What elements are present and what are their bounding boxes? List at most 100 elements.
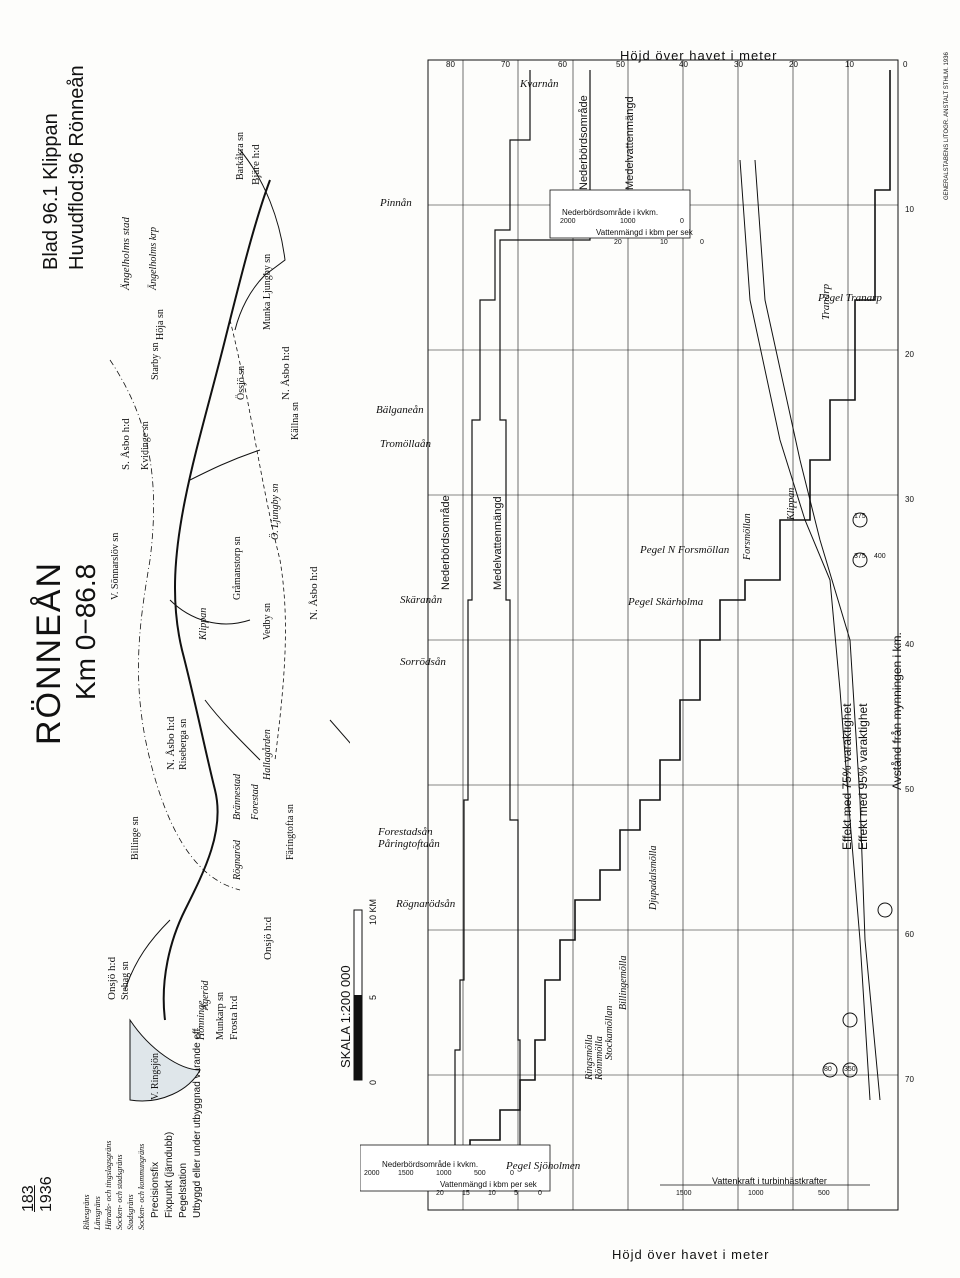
tick-km: 70 [905, 1075, 914, 1084]
marker-value: 350 [844, 1066, 856, 1073]
lake-ringsjon [129, 1018, 201, 1102]
tick-km: 30 [905, 495, 914, 504]
inset-area-tick: 500 [474, 1170, 486, 1177]
river-bed-profile [469, 70, 891, 1190]
tributary-label: Rögnarödsån [396, 898, 456, 910]
power-station-marker [852, 512, 868, 528]
inset-flow-tick: 20 [436, 1190, 444, 1197]
huvudflod-label: Huvudflod:96 Rönneån [66, 65, 88, 270]
curve-label: Nederbördsområde [440, 495, 452, 590]
publisher: GENERALSTABENS LITOGR. ANSTALT STHLM. 19… [944, 52, 950, 200]
parish-label: Barkåkra sn [235, 131, 246, 180]
marker-value: 400 [874, 553, 886, 560]
river-profile [360, 59, 899, 1211]
inset-area-tick: 0 [680, 218, 684, 225]
tributary-label: Skäranån [400, 594, 443, 606]
district-label: N. Åsbo h:d [308, 566, 320, 620]
parish-label: Stehag sn [120, 961, 131, 1000]
curve-nederbord [454, 70, 531, 1190]
axis-title-top: Höjd över havet i meter [620, 48, 778, 63]
river-map [109, 149, 350, 1102]
district-label: N. Åsbo h:d [280, 346, 292, 400]
parish-label: Höja sn [155, 309, 166, 340]
power-station-marker [852, 552, 868, 568]
parish-label: Munkarp sn [215, 991, 226, 1040]
tick-km: 50 [905, 785, 914, 794]
legend-item: Fixpunkt (järndubb) [164, 1131, 175, 1218]
curve-label: Effekt med 75% varaktighet [840, 703, 854, 850]
parish-label: V. Ringsjön [150, 1052, 161, 1100]
tick-height: 60 [558, 60, 567, 69]
legend-item: Länsgräns [93, 1196, 102, 1230]
parish-label: Gråmanstorp sn [232, 536, 243, 600]
power-tick: 500 [818, 1190, 830, 1197]
power-station-label: Billingemölla [618, 955, 629, 1010]
tributary-label: Bälganeån [376, 404, 424, 416]
district-label: Onsjö h:d [262, 916, 274, 960]
tick-km: 10 [905, 205, 914, 214]
inset-area-tick: 1000 [620, 218, 636, 225]
power-station-marker [822, 1062, 838, 1078]
legend-item: Stadsgräns [126, 1194, 135, 1230]
inset-flow-tick: 10 [660, 239, 668, 246]
tick-height: 80 [446, 60, 455, 69]
curve-medelvattenmangd [499, 70, 591, 1190]
inset-bottom-frame [360, 1144, 551, 1192]
sheet-number: 183 [20, 1185, 37, 1212]
district-label: Onsjö h:d [106, 956, 118, 1000]
place-label: Brännestad [232, 773, 243, 820]
power-station-label: Stockamöllan [604, 1005, 615, 1060]
inset-flow-tick: 20 [614, 239, 622, 246]
parish-label: Össjö sn [236, 365, 247, 400]
tick-height: 10 [845, 60, 854, 69]
legend-item: Socken- och stadsgräns [115, 1154, 124, 1230]
district-label: S. Åsbo h:d [120, 418, 132, 470]
inset-flow-tick: 15 [462, 1190, 470, 1197]
tick-km: 20 [905, 350, 914, 359]
legend-item: Socken- och kommungräns [137, 1143, 146, 1230]
parish-label: Färingtofta sn [285, 804, 296, 860]
tributary [124, 919, 171, 991]
north-arrow [329, 719, 350, 744]
marker-value: 175 [854, 513, 866, 520]
parish-label: Kvidinge sn [140, 421, 151, 470]
power-station-label: Klippan [786, 487, 797, 520]
inset-area-tick: 1500 [398, 1170, 414, 1177]
inset-flow-tick: 5 [514, 1190, 518, 1197]
blad-label: Blad 96.1 Klippan [40, 113, 62, 270]
parish-label: Riseberga sn [178, 718, 189, 770]
power-station-label: Rönnmölla [594, 1036, 605, 1080]
power-station-marker [842, 1062, 858, 1078]
inset-area-tick: 2000 [560, 218, 576, 225]
legend-item: Pegelstation [178, 1162, 189, 1218]
inset-area-tick: 2000 [364, 1170, 380, 1177]
tributary-label: Tromöllaån [380, 438, 431, 450]
inset-area-tick: 1000 [436, 1170, 452, 1177]
inset-flow-tick: 10 [488, 1190, 496, 1197]
inset-top-frame [549, 189, 691, 239]
tick-height: 0 [903, 60, 908, 69]
inset-area-label: Nederbördsområde i kvkm. [562, 208, 659, 217]
parish-label: Ö. Ljungby sn [270, 483, 281, 540]
parish-label: Vedby sn [262, 603, 273, 640]
tick-km: 40 [905, 640, 914, 649]
place-label: Ängelholms krp [148, 226, 159, 290]
tributary [169, 599, 251, 625]
inset-flow-label: Vattenmängd i kbm per sek [440, 1180, 537, 1189]
gauge-label: Pegel N Forsmöllan [640, 544, 730, 556]
power-tick: 1000 [748, 1190, 764, 1197]
district-boundary [109, 359, 241, 891]
tributary-label: Påringtoftaån [378, 838, 440, 850]
legend-item: Precisionsfix [150, 1161, 161, 1218]
profile-frame [427, 59, 899, 1211]
power-tick: 1500 [676, 1190, 692, 1197]
inset-flow-tick: 0 [538, 1190, 542, 1197]
marker-value: 80 [824, 1066, 832, 1073]
tick-height: 40 [679, 60, 688, 69]
tick-height: 30 [734, 60, 743, 69]
tributary [204, 699, 261, 761]
curve-effekt-95 [754, 159, 881, 1101]
district-label: Bjäre h:d [250, 144, 262, 185]
tributary-label: Sorrödsån [400, 656, 446, 668]
